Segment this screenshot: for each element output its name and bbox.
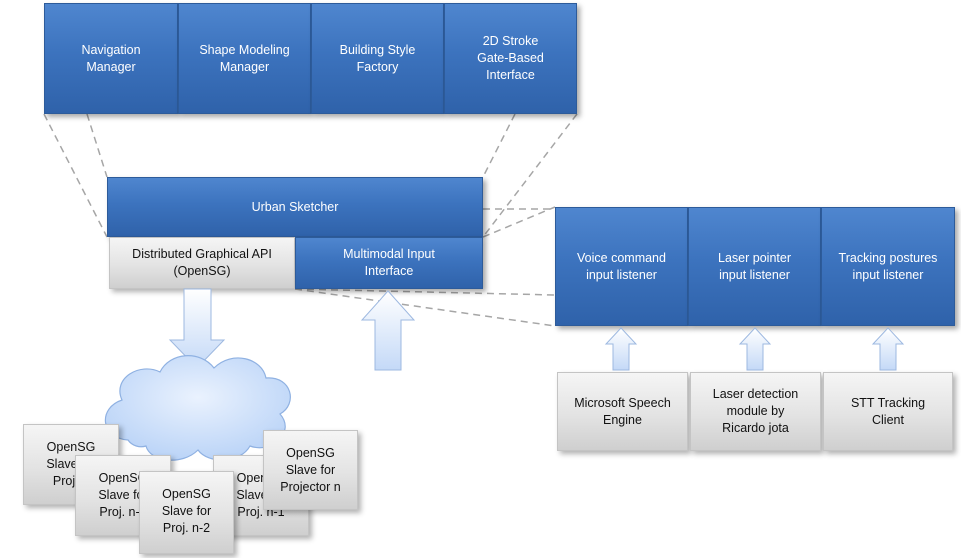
connector-multimodal-to-listeners-bottom — [294, 288, 556, 327]
network-cloud-icon — [104, 355, 291, 461]
shape-modeling-manager-label: Shape Modeling Manager — [199, 42, 290, 74]
multimodal-input-box: Multimodal Input Interface — [295, 237, 483, 289]
slave-projector-n-box: OpenSG Slave for Projector n — [263, 430, 358, 510]
laser-pointer-listener-label: Laser pointer input listener — [718, 250, 791, 282]
urban-sketcher-box: Urban Sketcher — [107, 177, 483, 237]
speech-engine-box: Microsoft Speech Engine — [557, 372, 688, 451]
stt-tracking-box: STT Tracking Client — [823, 372, 953, 451]
laser-detection-box: Laser detection module by Ricardo jota — [690, 372, 821, 451]
stroke-gate-interface-box: 2D Stroke Gate-Based Interface — [444, 3, 577, 114]
tracking-postures-listener-box: Tracking postures input listener — [821, 207, 955, 326]
connector-multimodal-to-listeners-top — [482, 206, 556, 238]
connector-multimodal-to-listeners-lower — [294, 288, 556, 296]
shape-modeling-manager-box: Shape Modeling Manager — [178, 3, 311, 114]
navigation-manager-box: Navigation Manager — [44, 3, 178, 114]
up-arrow-icon — [360, 290, 416, 371]
slave-proj-n-2-label: OpenSG Slave for Proj. n-2 — [161, 487, 212, 535]
up-arrow-laser-icon — [738, 327, 772, 371]
slave-proj-n-2-box: OpenSG Slave for Proj. n-2 — [139, 471, 234, 554]
tracking-postures-listener-label: Tracking postures input listener — [838, 250, 938, 282]
stroke-gate-interface-label: 2D Stroke Gate-Based Interface — [477, 34, 544, 82]
building-style-factory-box: Building Style Factory — [311, 3, 444, 114]
connector-right-corner-to-core — [482, 113, 578, 238]
building-style-factory-label: Building Style Factory — [339, 42, 416, 74]
laser-pointer-listener-box: Laser pointer input listener — [688, 207, 821, 326]
speech-engine-label: Microsoft Speech Engine — [574, 395, 671, 427]
laser-detection-label: Laser detection module by Ricardo jota — [712, 387, 799, 435]
slave-projector-n-label: OpenSG Slave for Projector n — [280, 446, 341, 494]
graphical-api-label: Distributed Graphical API (OpenSG) — [132, 247, 272, 278]
up-arrow-voice-icon — [604, 327, 638, 371]
urban-sketcher-label: Urban Sketcher — [251, 199, 339, 214]
down-arrow-icon — [168, 288, 226, 369]
stt-tracking-label: STT Tracking Client — [850, 395, 926, 427]
voice-command-listener-box: Voice command input listener — [555, 207, 688, 326]
up-arrow-tracking-icon — [871, 327, 905, 371]
multimodal-input-label: Multimodal Input Interface — [343, 247, 435, 278]
navigation-manager-label: Navigation Manager — [81, 42, 141, 74]
voice-command-listener-label: Voice command input listener — [577, 250, 666, 282]
